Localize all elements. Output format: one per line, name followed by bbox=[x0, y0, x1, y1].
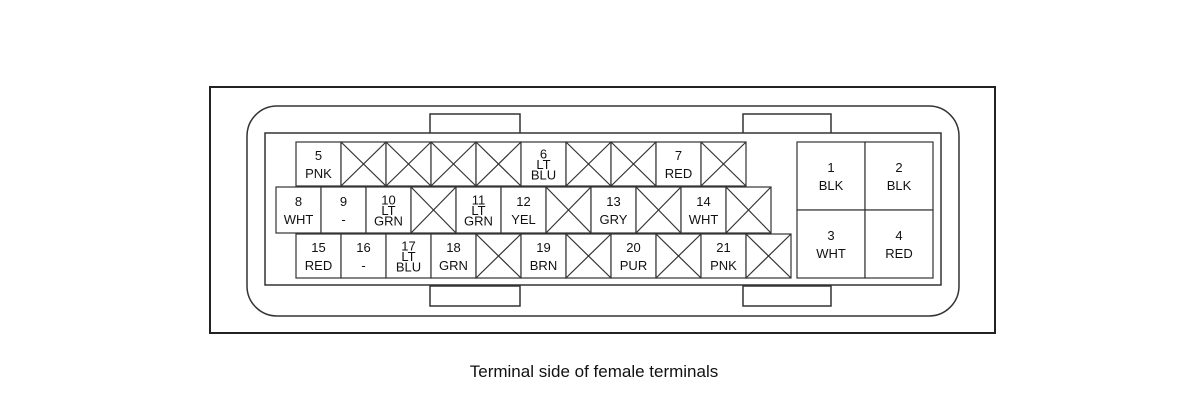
terminal-1 bbox=[796, 141, 866, 211]
terminal-19-color: BRN bbox=[530, 258, 557, 273]
bottom-left-tab bbox=[429, 285, 521, 307]
terminal-7-color: RED bbox=[665, 166, 692, 181]
terminal-10 bbox=[365, 186, 412, 234]
empty-cavity-cross bbox=[725, 186, 772, 234]
terminal-8-number: 8 bbox=[295, 194, 302, 209]
terminal-12-number: 12 bbox=[516, 194, 530, 209]
terminal-6-number: 6 bbox=[540, 147, 547, 162]
terminal-5 bbox=[295, 141, 342, 187]
terminal-18-color: GRN bbox=[439, 258, 468, 273]
empty-cavity-cross bbox=[635, 186, 682, 234]
terminal-15-number: 15 bbox=[311, 240, 325, 255]
empty-cavity-cross bbox=[385, 141, 432, 187]
empty-cavity-cross bbox=[565, 141, 612, 187]
empty-cavity-cross bbox=[745, 233, 792, 279]
empty-cavity-cross bbox=[475, 141, 522, 187]
terminal-1-number: 1 bbox=[827, 160, 834, 175]
terminal-14-color: WHT bbox=[689, 212, 719, 227]
terminal-15-color: RED bbox=[305, 258, 332, 273]
terminal-10-color: LT bbox=[381, 203, 395, 218]
terminal-10-number: 10 bbox=[381, 193, 395, 208]
terminal-13-number: 13 bbox=[606, 194, 620, 209]
empty-cavity-cross bbox=[430, 141, 477, 187]
empty-cavity-cross bbox=[475, 233, 522, 279]
terminal-18-number: 18 bbox=[446, 240, 460, 255]
empty-cavity-cross bbox=[610, 141, 657, 187]
terminal-14 bbox=[680, 186, 727, 234]
terminal-11-color: GRN bbox=[464, 214, 493, 229]
terminal-7-number: 7 bbox=[675, 148, 682, 163]
terminal-11 bbox=[455, 186, 502, 234]
empty-cavity-cross bbox=[700, 141, 747, 187]
terminal-21-color: PNK bbox=[710, 258, 737, 273]
terminal-4-number: 4 bbox=[895, 228, 902, 243]
terminal-11-color: LT bbox=[471, 203, 485, 218]
terminal-10-color: GRN bbox=[374, 214, 403, 229]
terminal-17 bbox=[385, 233, 432, 279]
terminal-3-number: 3 bbox=[827, 228, 834, 243]
empty-cavity-cross bbox=[340, 141, 387, 187]
terminal-13-color: GRY bbox=[600, 212, 628, 227]
terminal-15 bbox=[295, 233, 342, 279]
terminal-6-color: BLU bbox=[531, 168, 556, 183]
bottom-right-tab bbox=[742, 285, 832, 307]
terminal-7 bbox=[655, 141, 702, 187]
terminal-5-number: 5 bbox=[315, 148, 322, 163]
terminal-20-color: PUR bbox=[620, 258, 647, 273]
terminal-17-number: 17 bbox=[401, 239, 415, 254]
terminal-8-color: WHT bbox=[284, 212, 314, 227]
empty-cavity-cross bbox=[410, 186, 457, 234]
terminal-20 bbox=[610, 233, 657, 279]
terminal-16-number: 16 bbox=[356, 240, 370, 255]
terminal-3-color: WHT bbox=[816, 246, 846, 261]
terminal-17-color: LT bbox=[401, 249, 415, 264]
terminal-21 bbox=[700, 233, 747, 279]
empty-cavity-cross bbox=[655, 233, 702, 279]
terminal-4 bbox=[864, 209, 934, 279]
terminal-cavities: 5PNK6LTBLU7RED8WHT9-10LTGRN11LTGRN12YEL1… bbox=[275, 141, 934, 279]
empty-cavity-cross bbox=[565, 233, 612, 279]
terminal-16 bbox=[340, 233, 387, 279]
terminal-19-number: 19 bbox=[536, 240, 550, 255]
terminal-6-color: LT bbox=[536, 157, 550, 172]
top-right-tab bbox=[742, 113, 832, 135]
terminal-14-number: 14 bbox=[696, 194, 710, 209]
terminal-16-color: - bbox=[361, 258, 365, 273]
terminal-9 bbox=[320, 186, 367, 234]
terminal-5-color: PNK bbox=[305, 166, 332, 181]
terminal-20-number: 20 bbox=[626, 240, 640, 255]
terminal-2 bbox=[864, 141, 934, 211]
diagram-caption: Terminal side of female terminals bbox=[469, 362, 719, 381]
terminal-21-number: 21 bbox=[716, 240, 730, 255]
terminal-12-color: YEL bbox=[511, 212, 536, 227]
terminal-11-number: 11 bbox=[472, 193, 486, 208]
terminal-19 bbox=[520, 233, 567, 279]
terminal-4-color: RED bbox=[885, 246, 912, 261]
terminal-2-number: 2 bbox=[895, 160, 902, 175]
terminal-17-color: BLU bbox=[396, 260, 421, 275]
terminal-3 bbox=[796, 209, 866, 279]
top-left-tab bbox=[429, 113, 521, 135]
terminal-2-color: BLK bbox=[887, 178, 912, 193]
terminal-1-color: BLK bbox=[819, 178, 844, 193]
terminal-9-number: 9 bbox=[340, 194, 347, 209]
terminal-9-color: - bbox=[341, 212, 345, 227]
terminal-12 bbox=[500, 186, 547, 234]
empty-cavity-cross bbox=[545, 186, 592, 234]
terminal-13 bbox=[590, 186, 637, 234]
